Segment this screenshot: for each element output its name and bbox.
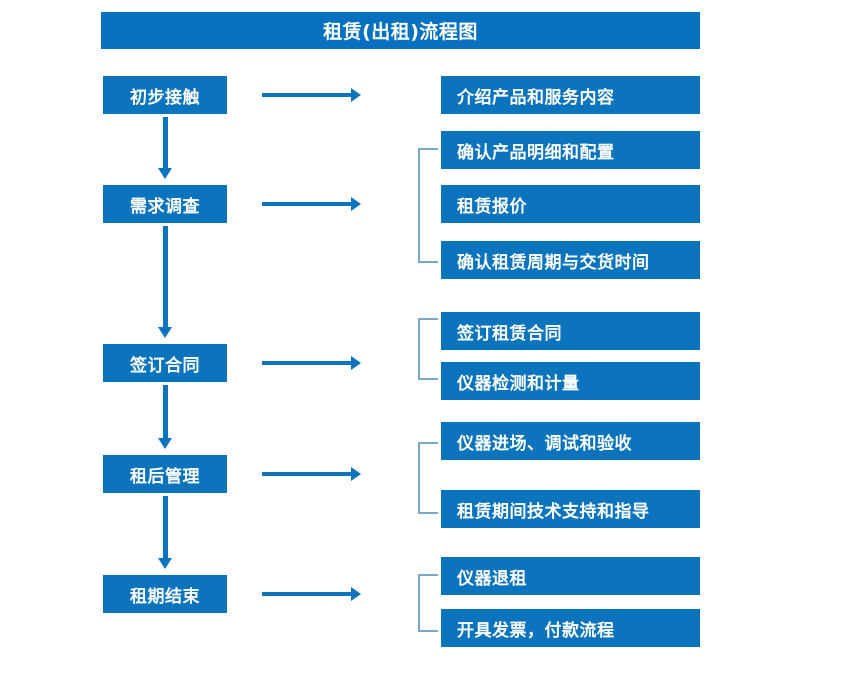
group-bracket-post-rental — [418, 442, 438, 514]
detail-box-instrument-inspection[interactable]: 仪器检测和计量 — [441, 362, 700, 400]
horizontal-arrow-5 — [262, 587, 361, 601]
flowchart-title: 租赁(出租)流程图 — [101, 12, 700, 49]
stage-box-needs-survey[interactable]: 需求调查 — [103, 185, 227, 223]
detail-box-instrument-onsite-commissioning[interactable]: 仪器进场、调试和验收 — [441, 422, 700, 460]
stage-box-sign-contract[interactable]: 签订合同 — [103, 344, 227, 382]
group-bracket-sign-contract — [418, 318, 438, 380]
vertical-arrow-4 — [158, 496, 172, 569]
group-bracket-rental-end — [418, 574, 438, 632]
horizontal-arrow-1 — [262, 88, 361, 102]
detail-box-invoice-payment[interactable]: 开具发票，付款流程 — [441, 609, 700, 647]
horizontal-arrow-4 — [262, 467, 361, 481]
vertical-arrow-1 — [158, 117, 172, 179]
detail-box-introduce-products[interactable]: 介绍产品和服务内容 — [441, 76, 700, 114]
horizontal-arrow-3 — [262, 356, 361, 370]
detail-box-instrument-return[interactable]: 仪器退租 — [441, 557, 700, 595]
detail-box-confirm-period-delivery[interactable]: 确认租赁周期与交货时间 — [441, 241, 700, 279]
stage-box-initial-contact[interactable]: 初步接触 — [103, 76, 227, 114]
detail-box-rental-quotation[interactable]: 租赁报价 — [441, 185, 700, 223]
detail-box-technical-support[interactable]: 租赁期间技术支持和指导 — [441, 490, 700, 528]
detail-box-sign-rental-contract[interactable]: 签订租赁合同 — [441, 312, 700, 350]
vertical-arrow-2 — [158, 226, 172, 338]
group-bracket-needs-survey — [418, 148, 438, 263]
stage-box-rental-end[interactable]: 租期结束 — [103, 575, 227, 613]
stage-box-post-rental-management[interactable]: 租后管理 — [103, 455, 227, 493]
vertical-arrow-3 — [158, 385, 172, 449]
detail-box-confirm-product-specs[interactable]: 确认产品明细和配置 — [441, 131, 700, 169]
horizontal-arrow-2 — [262, 197, 361, 211]
